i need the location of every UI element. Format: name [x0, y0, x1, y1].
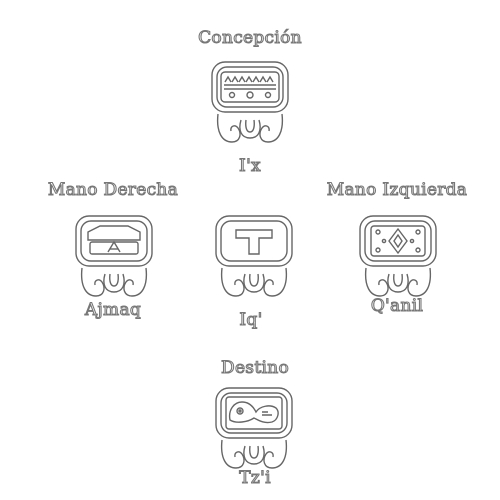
ajmaq-name: Ajmaq	[84, 300, 142, 320]
heading-mano-derecha: Mano Derecha	[47, 180, 179, 200]
ix-glyph-icon	[208, 58, 292, 148]
qanil-glyph-icon	[356, 212, 440, 302]
iq-name: Iq'	[239, 310, 263, 330]
heading-concepcion: Concepción	[198, 28, 303, 48]
qanil-name: Q'anil	[370, 296, 424, 316]
heading-mano-izquierda: Mano Izquierda	[326, 180, 468, 200]
tzi-name: Tz'i	[239, 468, 271, 488]
iq-glyph-icon	[212, 212, 296, 302]
ajmaq-glyph-icon	[72, 212, 156, 302]
ix-name: I'x	[239, 156, 262, 176]
heading-destino: Destino	[220, 358, 289, 378]
tzi-glyph-icon	[212, 384, 296, 474]
